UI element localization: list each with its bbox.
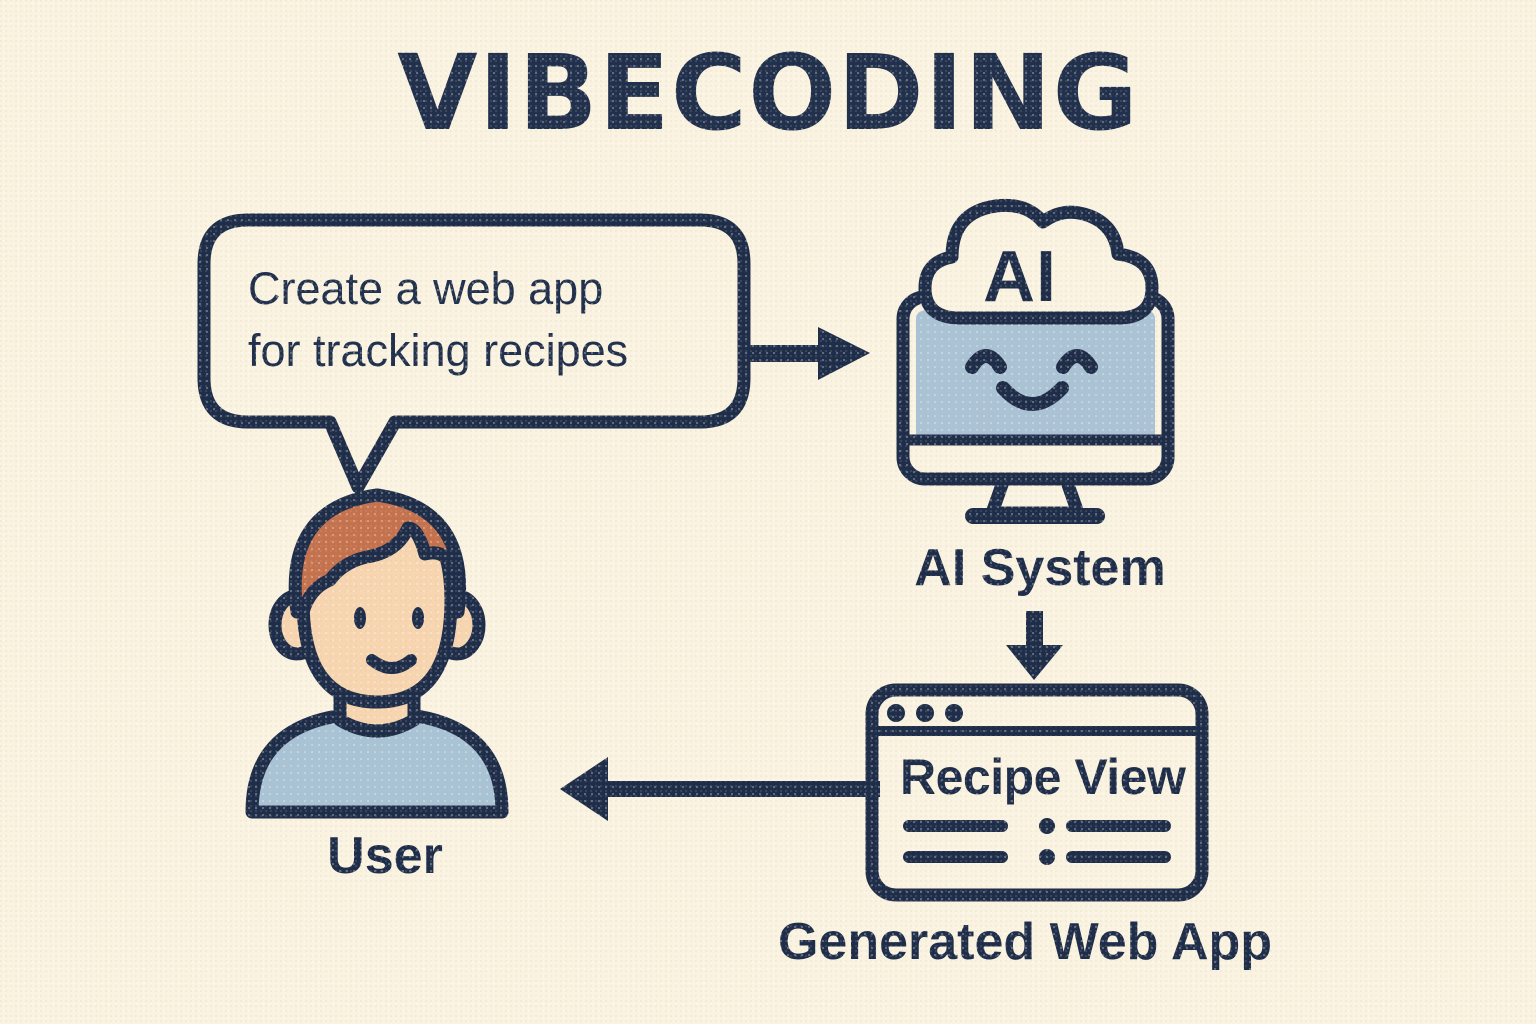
window-dot — [945, 704, 963, 722]
eye-left — [354, 607, 366, 629]
generated-app-label: Generated Web App — [777, 913, 1273, 971]
generated-app-icon — [865, 683, 1209, 902]
ai-system-label: AI System — [914, 539, 1166, 597]
speech-bubble — [197, 213, 751, 494]
eye-right — [412, 607, 424, 629]
speech-bubble-line-2: for tracking recipes — [248, 325, 629, 377]
arrow-ai-to-app — [1006, 611, 1063, 680]
window-dot — [887, 704, 905, 722]
arrow-user-to-ai — [744, 327, 870, 380]
ai-cloud-badge-label: AI — [983, 237, 1057, 317]
speech-bubble-line-1: Create a web app — [248, 263, 604, 314]
speech-bubble-text: Create a web app for tracking recipes — [248, 258, 718, 382]
page-title: VIBECODING — [397, 32, 1139, 154]
window-dot — [916, 704, 934, 722]
arrow-app-to-user — [560, 757, 880, 821]
user-label: User — [327, 827, 443, 885]
ai-system-icon — [896, 198, 1175, 524]
app-screen-title: Recipe View — [900, 749, 1186, 805]
user-avatar — [245, 488, 509, 819]
